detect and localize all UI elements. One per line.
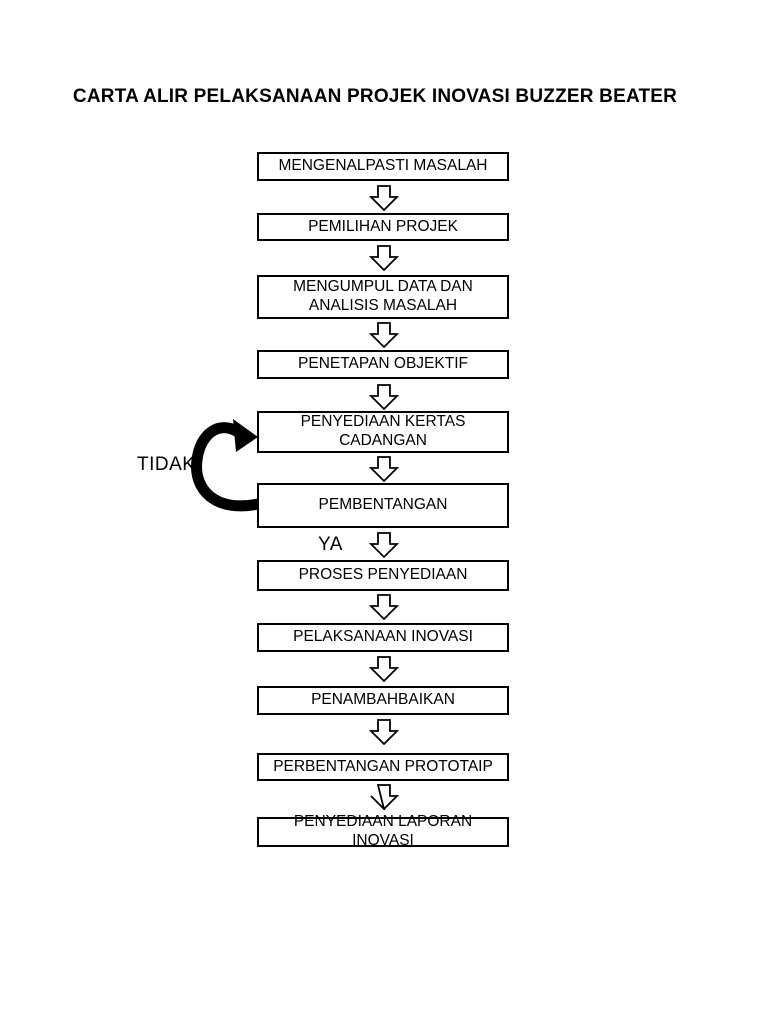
- flow-step-label: PENYEDIAAN KERTAS CADANGAN: [300, 413, 466, 449]
- down-arrow-icon: [368, 384, 400, 410]
- down-arrow-icon: [368, 594, 400, 620]
- down-arrow-icon: [370, 784, 400, 810]
- flow-step-label: PEMILIHAN PROJEK: [308, 217, 458, 235]
- flow-step-label: PENETAPAN OBJEKTIF: [298, 355, 468, 373]
- flow-step-label: MENGUMPUL DATA DAN ANALISIS MASALAH: [293, 278, 473, 314]
- down-arrow-icon: [368, 456, 400, 482]
- down-arrow-icon: [368, 532, 400, 558]
- flow-step-label: PELAKSANAAN INOVASI: [293, 628, 473, 646]
- flow-step-label: PENYEDIAAN LAPORAN INOVASI: [293, 813, 473, 849]
- flow-step-label: PROSES PENYEDIAAN: [298, 566, 468, 584]
- flow-step-penyediaan-kertas-cadangan: PENYEDIAAN KERTAS CADANGAN: [257, 411, 509, 453]
- flow-step-penetapan-objektif: PENETAPAN OBJEKTIF: [257, 350, 509, 379]
- decision-label-tidak: TIDAK: [137, 454, 196, 475]
- flow-step-proses-penyediaan: PROSES PENYEDIAAN: [257, 560, 509, 591]
- flow-step-penambahbaikan: PENAMBAHBAIKAN: [257, 686, 509, 715]
- down-arrow-icon: [368, 322, 400, 348]
- flow-step-mengumpul-data: MENGUMPUL DATA DAN ANALISIS MASALAH: [257, 275, 509, 319]
- down-arrow-icon: [368, 656, 400, 682]
- flow-step-perbentangan-prototaip: PERBENTANGAN PROTOTAIP: [257, 753, 509, 781]
- flow-step-label: PEMBENTANGAN: [318, 496, 448, 514]
- down-arrow-icon: [368, 185, 400, 211]
- flow-step-pembentangan: PEMBENTANGAN: [257, 483, 509, 528]
- page-title: CARTA ALIR PELAKSANAAN PROJEK INOVASI BU…: [72, 86, 678, 107]
- decision-label-ya: YA: [318, 534, 343, 555]
- flow-step-pelaksanaan-inovasi: PELAKSANAAN INOVASI: [257, 623, 509, 652]
- flow-step-label: PENAMBAHBAIKAN: [311, 691, 455, 709]
- flow-step-mengenalpasti-masalah: MENGENALPASTI MASALAH: [257, 152, 509, 181]
- loop-back-arrow-icon: [191, 419, 260, 512]
- flow-step-penyediaan-laporan-inovasi: PENYEDIAAN LAPORAN INOVASI: [257, 813, 509, 849]
- flow-step-label: MENGENALPASTI MASALAH: [278, 157, 488, 175]
- flow-step-label: PERBENTANGAN PROTOTAIP: [273, 757, 493, 775]
- down-arrow-icon: [368, 719, 400, 745]
- down-arrow-icon: [368, 245, 400, 271]
- flow-step-pemilihan-projek: PEMILIHAN PROJEK: [257, 213, 509, 241]
